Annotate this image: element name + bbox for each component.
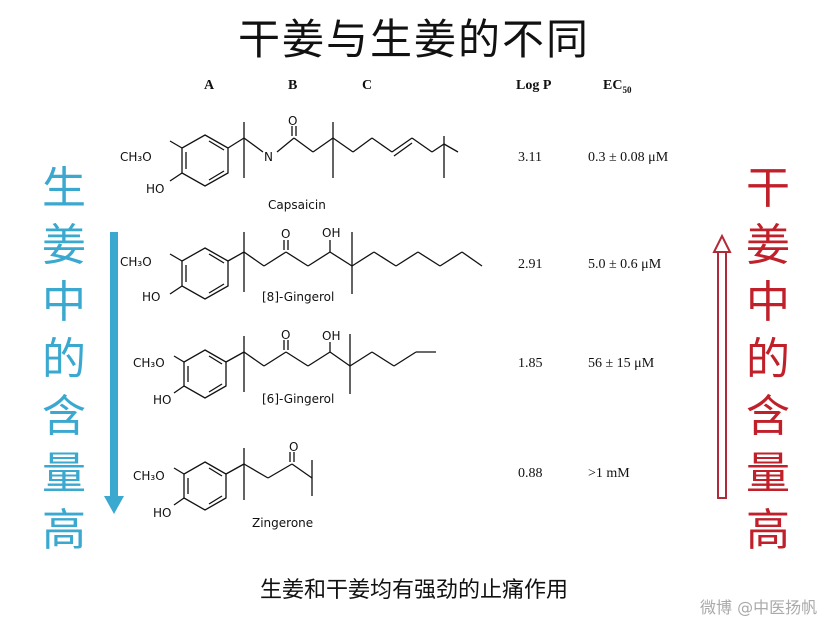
right-label-char: 高 <box>746 505 790 556</box>
column-c-header: C <box>362 78 373 93</box>
molecule-name: Zingerone <box>252 516 314 530</box>
methoxy-label: CH₃O <box>120 150 152 164</box>
ec50-value: 0.3 ± 0.08 μM <box>588 150 669 165</box>
hydroxy-label: HO <box>146 182 164 196</box>
left-label-char: 生 <box>42 163 86 214</box>
column-a-header: A <box>204 78 215 93</box>
left-label-char: 量 <box>42 448 86 499</box>
right-label-char: 的 <box>746 334 790 385</box>
zingerone-structure <box>173 448 313 511</box>
keto-oxygen-label: O <box>289 440 298 454</box>
hydroxy-label: HO <box>142 290 160 304</box>
ec50-header: EC50 <box>603 78 632 95</box>
right-vertical-label: 干 姜 中 的 含 量 高 <box>738 160 798 559</box>
ec50-value: >1 mM <box>588 466 630 481</box>
left-vertical-label: 生 姜 中 的 含 量 高 <box>34 160 94 559</box>
keto-oxygen-label: O <box>281 328 290 342</box>
gingerol-8-structure <box>169 232 483 300</box>
left-label-char: 的 <box>42 334 86 385</box>
molecule-name: [8]-Gingerol <box>262 290 335 304</box>
ec50-value: 56 ± 15 μM <box>588 356 655 371</box>
hydroxy-label: HO <box>153 393 171 407</box>
left-label-char: 含 <box>42 391 86 442</box>
page-title: 干姜与生姜的不同 <box>237 15 590 64</box>
molecule-name: Capsaicin <box>268 198 326 212</box>
right-label-char: 姜 <box>746 220 790 271</box>
right-label-char: 含 <box>746 391 790 442</box>
carbonyl-oxygen-label: O <box>288 114 297 128</box>
logp-header: Log P <box>516 78 552 93</box>
hydroxyl-label: OH <box>322 329 340 343</box>
gingerol-6-structure <box>173 334 436 399</box>
ec50-value: 5.0 ± 0.6 μM <box>588 257 662 272</box>
left-label-char: 中 <box>42 277 86 328</box>
hydroxy-label: HO <box>153 506 171 520</box>
capsaicin-structure <box>169 122 459 187</box>
column-b-header: B <box>288 78 298 93</box>
right-label-char: 干 <box>746 163 790 214</box>
methoxy-label: CH₃O <box>120 255 152 269</box>
methoxy-label: CH₃O <box>133 469 165 483</box>
amide-nitrogen-label: N <box>264 150 273 164</box>
hydroxyl-label: OH <box>322 226 340 240</box>
logp-value: 2.91 <box>518 257 543 272</box>
logp-value: 3.11 <box>518 150 542 165</box>
logp-value: 0.88 <box>518 466 543 481</box>
left-label-char: 姜 <box>42 220 86 271</box>
molecule-name: [6]-Gingerol <box>262 392 335 406</box>
watermark: 微博 @中医扬帆 <box>700 598 818 617</box>
methoxy-label: CH₃O <box>133 356 165 370</box>
left-label-char: 高 <box>42 505 86 556</box>
logp-value: 1.85 <box>518 356 543 371</box>
right-up-arrow <box>712 233 732 499</box>
left-down-arrow <box>104 232 124 514</box>
keto-oxygen-label: O <box>281 227 290 241</box>
right-label-char: 量 <box>746 448 790 499</box>
footer-caption: 生姜和干姜均有强劲的止痛作用 <box>259 578 568 603</box>
right-label-char: 中 <box>746 277 790 328</box>
